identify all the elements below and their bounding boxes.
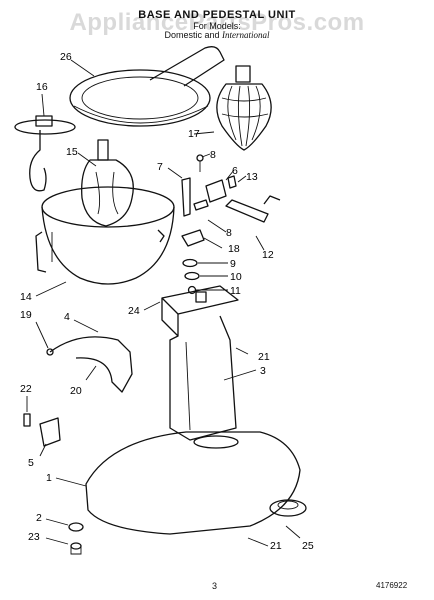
leader-lines bbox=[26, 59, 301, 547]
model-line-b: International bbox=[222, 29, 270, 40]
callout-26: 26 bbox=[60, 51, 72, 63]
pedestal-column-part bbox=[161, 285, 239, 441]
diagram-subtitle: For Models: bbox=[193, 20, 241, 31]
screw-and-bracket-part bbox=[23, 413, 61, 447]
callout-4: 4 bbox=[64, 311, 70, 323]
callout-17: 17 bbox=[188, 128, 200, 140]
mixing-bowl-part bbox=[35, 186, 175, 285]
foot-parts bbox=[68, 522, 84, 555]
wire-whip-part bbox=[216, 65, 272, 151]
callout-7: 7 bbox=[157, 161, 163, 173]
pouring-shield-part bbox=[69, 46, 225, 127]
callout-22: 22 bbox=[20, 383, 32, 395]
callout-2: 2 bbox=[36, 512, 42, 524]
callout-10: 10 bbox=[230, 271, 242, 283]
callout-18: 18 bbox=[228, 243, 240, 255]
lift-bracket-part bbox=[205, 175, 237, 203]
bowl-lift-handle-part bbox=[225, 195, 281, 223]
callout-19: 19 bbox=[20, 309, 32, 321]
flat-beater-part bbox=[81, 139, 134, 227]
callout-20: 20 bbox=[70, 385, 82, 397]
callout-12: 12 bbox=[262, 249, 274, 261]
title-block: BASE AND PEDESTAL UNIT For Models: Domes… bbox=[0, 9, 434, 40]
callout-24: 24 bbox=[128, 305, 140, 317]
callout-14: 14 bbox=[20, 291, 32, 303]
clamp-plate-part bbox=[46, 336, 133, 393]
page-number: 3 bbox=[212, 581, 218, 591]
model-line: Domestic and International bbox=[0, 29, 434, 40]
callout-8a: 8 bbox=[210, 149, 216, 161]
callout-3: 3 bbox=[260, 365, 266, 377]
callout-15: 15 bbox=[66, 146, 78, 158]
callout-11: 11 bbox=[230, 285, 241, 297]
callout-8b: 8 bbox=[226, 227, 232, 239]
callout-13: 13 bbox=[246, 171, 258, 183]
rubber-foot-part bbox=[269, 499, 307, 517]
callout-6: 6 bbox=[232, 165, 238, 177]
bowl-clamp-part bbox=[181, 154, 209, 217]
callout-1: 1 bbox=[46, 472, 52, 484]
callout-21b: 21 bbox=[270, 540, 282, 552]
callout-16: 16 bbox=[36, 81, 48, 93]
small-hardware-parts bbox=[181, 229, 205, 295]
callout-5: 5 bbox=[28, 457, 34, 469]
diagram-title: BASE AND PEDESTAL UNIT bbox=[138, 9, 296, 21]
callout-23: 23 bbox=[28, 531, 40, 543]
watermark-text: AppliancePartsPros.com bbox=[69, 9, 365, 36]
callout-labels: 26 16 17 8 15 7 6 13 8 12 18 9 10 11 14 … bbox=[20, 51, 314, 552]
callout-9: 9 bbox=[230, 258, 236, 270]
callout-25: 25 bbox=[302, 540, 314, 552]
mixer-base-part bbox=[85, 431, 301, 535]
model-line-a: Domestic and bbox=[164, 29, 220, 40]
document-number: 4176922 bbox=[376, 581, 408, 590]
callout-21a: 21 bbox=[258, 351, 270, 363]
